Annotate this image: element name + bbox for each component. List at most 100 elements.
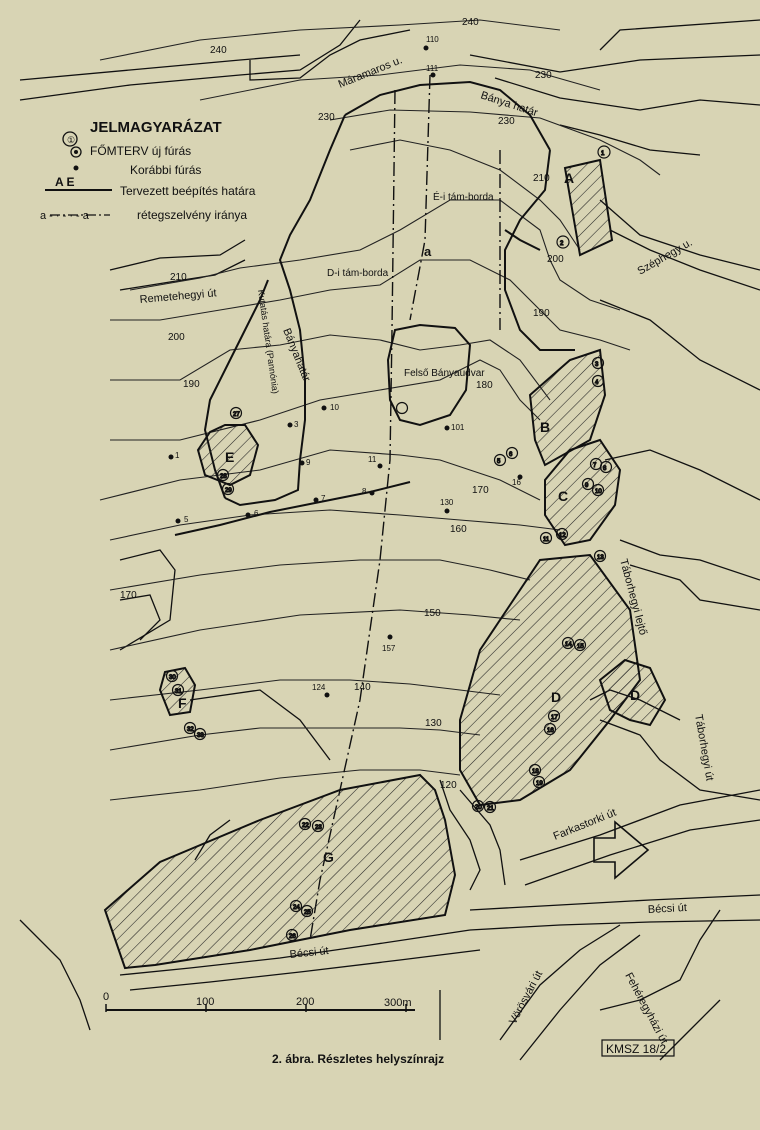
svg-text:210: 210	[170, 272, 187, 283]
zone-A-area	[563, 158, 614, 257]
svg-text:11: 11	[368, 455, 377, 464]
new-borehole-number: 8	[603, 466, 607, 472]
svg-text:8: 8	[362, 487, 367, 496]
quarry-boundary	[174, 80, 575, 536]
svg-text:①: ①	[67, 135, 75, 145]
svg-text:Bánya határ: Bánya határ	[479, 89, 539, 119]
new-borehole-number: 6	[509, 452, 513, 458]
svg-text:160: 160	[450, 524, 467, 535]
svg-text:16: 16	[512, 478, 521, 487]
contour-labels: 240 240 230 230 230 210 210 200 200 190 …	[120, 17, 564, 791]
svg-text:100: 100	[196, 996, 214, 1008]
new-borehole-number: 21	[487, 806, 494, 812]
svg-text:D-i tám-borda: D-i tám-borda	[327, 268, 389, 279]
svg-text:Bányahatár: Bányahatár	[280, 327, 312, 384]
svg-text:130: 130	[425, 718, 442, 729]
svg-text:A E: A E	[55, 175, 75, 189]
new-borehole-number: 25	[304, 910, 311, 916]
new-borehole-number: 22	[302, 823, 309, 829]
svg-text:190: 190	[183, 379, 200, 390]
svg-text:É-i tám-borda: É-i tám-borda	[433, 190, 494, 203]
svg-text:F: F	[178, 695, 187, 711]
new-borehole-number-icon	[62, 131, 78, 147]
new-borehole-number: 26	[289, 934, 296, 940]
scale-bar: 0 100 200 300m	[103, 991, 415, 1012]
svg-text:a: a	[424, 244, 432, 259]
new-borehole-number: 3	[595, 362, 599, 368]
svg-text:D: D	[630, 687, 640, 703]
new-borehole-number: 11	[543, 537, 550, 543]
svg-text:110: 110	[426, 35, 439, 44]
svg-text:C: C	[558, 488, 568, 504]
figure-code: KMSZ 18/2	[606, 1042, 666, 1056]
feature-labels: É-i tám-borda D-i tám-borda Felső Bányau…	[327, 190, 494, 379]
new-borehole-number: 14	[565, 642, 572, 648]
svg-text:10: 10	[330, 403, 339, 412]
new-borehole-number: 20	[475, 805, 482, 811]
svg-text:240: 240	[210, 45, 227, 56]
legend: JELMAGYARÁZAT ① FŐMTERV új fúrás Korábbi…	[40, 119, 256, 222]
new-borehole-number: 5	[497, 459, 501, 465]
svg-text:Kutatás határa (Pannónia): Kutatás határa (Pannónia)	[256, 289, 281, 394]
svg-text:170: 170	[120, 590, 137, 601]
contour-lines	[99, 19, 661, 801]
svg-text:9: 9	[306, 458, 311, 467]
new-borehole-number: 23	[315, 825, 322, 831]
svg-text:B: B	[540, 419, 550, 435]
new-borehole-number: 10	[595, 489, 602, 495]
new-borehole-number: 12	[559, 533, 566, 539]
svg-text:7: 7	[321, 494, 326, 503]
svg-text:Felső Bányaudvar: Felső Bányaudvar	[404, 368, 485, 379]
new-borehole-number: 27	[233, 412, 240, 418]
old-borehole-icon	[73, 165, 79, 171]
section-labels: a	[424, 244, 432, 259]
svg-text:FŐMTERV új fúrás: FŐMTERV új fúrás	[90, 143, 191, 158]
new-borehole-number: 16	[547, 728, 554, 734]
svg-text:Tervezett beépítés határa: Tervezett beépítés határa	[120, 184, 256, 198]
borehole-labels: 1 3 5 6 7 8 9 10 11 16 101 110 111 124 1…	[175, 35, 521, 692]
new-borehole-number: 18	[532, 769, 539, 775]
figure-code-box	[601, 1039, 675, 1057]
svg-text:A: A	[564, 170, 574, 186]
new-borehole-number: 7	[593, 463, 597, 469]
svg-text:230: 230	[498, 116, 515, 127]
svg-text:140: 140	[354, 682, 371, 693]
svg-text:5: 5	[184, 515, 189, 524]
zone-E-area	[196, 424, 260, 487]
new-borehole-number: 4	[595, 380, 599, 386]
svg-text:101: 101	[451, 423, 465, 432]
new-borehole-number: 2	[560, 241, 564, 247]
svg-text:157: 157	[382, 644, 396, 653]
boreholes-old	[168, 45, 523, 698]
new-borehole-number: 31	[175, 689, 182, 695]
new-borehole-number: 29	[225, 488, 232, 494]
svg-text:E: E	[225, 449, 234, 465]
new-borehole-number: 15	[577, 644, 584, 650]
svg-text:180: 180	[476, 380, 493, 391]
svg-text:111: 111	[426, 64, 439, 73]
building-zones	[103, 158, 667, 970]
svg-text:a - · - · - a: a - · - · - a	[40, 210, 90, 222]
new-borehole-icon	[70, 146, 82, 158]
svg-text:G: G	[323, 849, 334, 865]
svg-text:200: 200	[168, 332, 185, 343]
svg-text:200: 200	[296, 996, 314, 1008]
svg-text:rétegszelvény iránya: rétegszelvény iránya	[137, 208, 247, 222]
svg-text:Táborhegyi út: Táborhegyi út	[692, 713, 715, 781]
zone-labels: A B C D D E F G	[178, 170, 640, 865]
svg-text:Remetehegyi út: Remetehegyi út	[139, 287, 217, 306]
svg-text:130: 130	[440, 498, 454, 507]
north-arrow	[593, 820, 650, 880]
svg-text:230: 230	[318, 112, 335, 123]
svg-text:Bécsi út: Bécsi út	[289, 945, 329, 961]
svg-text:210: 210	[533, 173, 550, 184]
new-borehole-number: 9	[585, 483, 589, 489]
svg-text:Korábbi fúrás: Korábbi fúrás	[130, 163, 201, 177]
zone-B-area	[528, 348, 607, 467]
svg-text:190: 190	[533, 308, 550, 319]
new-borehole-number: 13	[597, 555, 604, 561]
new-borehole-number: 30	[169, 675, 176, 681]
svg-text:Fehéregyházi út: Fehéregyházi út	[622, 971, 670, 1046]
